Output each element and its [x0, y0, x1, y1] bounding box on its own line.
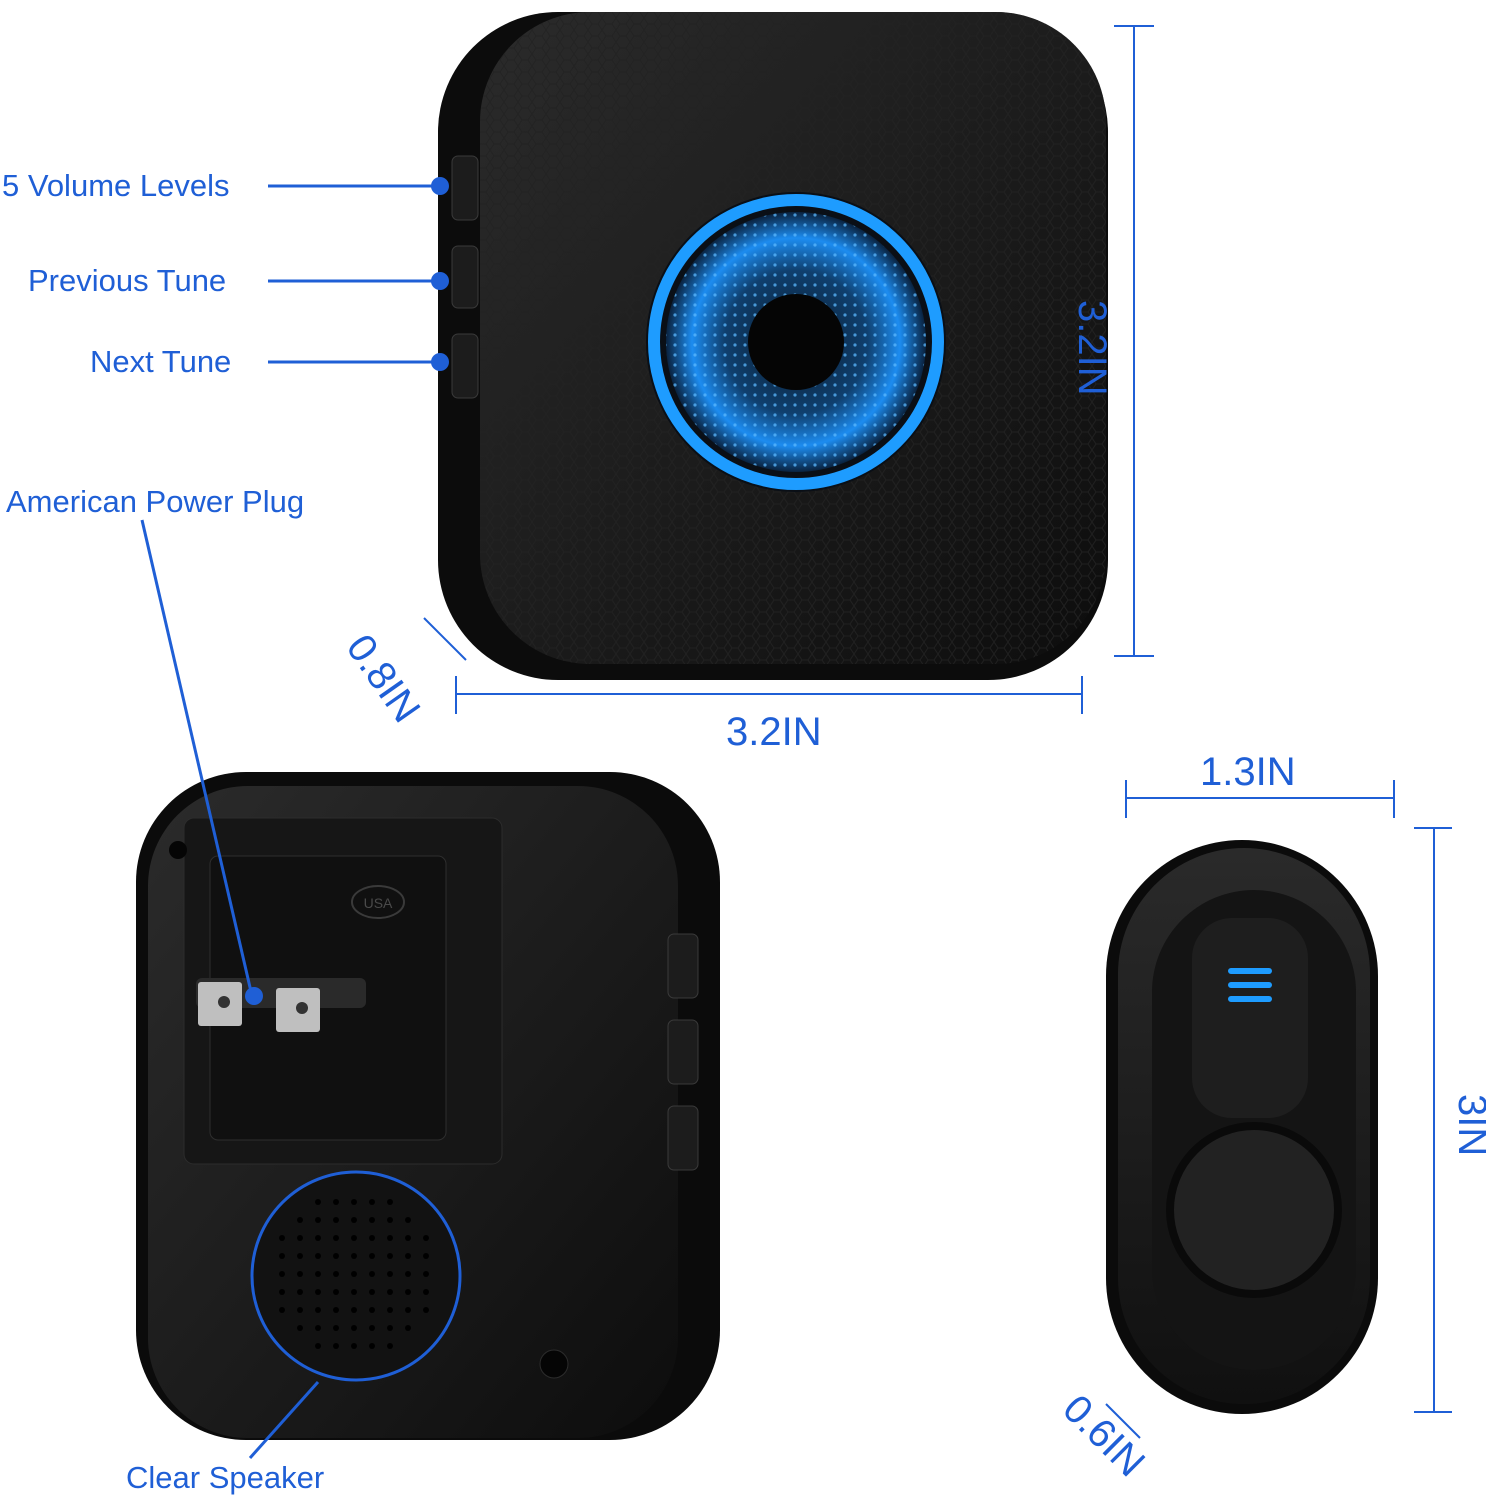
mount-hole: [539, 1349, 569, 1379]
light-ring-speaker: [646, 192, 946, 492]
american-power-plug-label: American Power Plug: [6, 484, 305, 519]
receiver-height-label: 3.2IN: [1070, 300, 1114, 396]
speaker-grill: [252, 1172, 460, 1380]
previous-tune-button-icon[interactable]: [451, 245, 479, 309]
next-tune-label: Next Tune: [90, 344, 232, 379]
next-tune-button-icon[interactable]: [451, 333, 479, 399]
receiver-width-label: 3.2IN: [726, 710, 822, 754]
volume-button-icon[interactable]: [451, 155, 479, 221]
dimension-lines: [423, 25, 1452, 1439]
back-previous-button-icon[interactable]: [667, 1019, 699, 1085]
push-button-icon[interactable]: [1166, 1122, 1342, 1298]
back-volume-button-icon[interactable]: [667, 933, 699, 999]
clear-speaker-label: Clear Speaker: [126, 1460, 325, 1495]
receiver-front: [438, 12, 1108, 680]
receiver-back: USA: [136, 772, 720, 1440]
volume-levels-label: 5 Volume Levels: [2, 168, 230, 203]
callout-lines: [140, 184, 462, 1460]
power-plug: USA: [183, 817, 503, 1165]
callout-dots: [245, 177, 449, 1005]
button-width-label: 1.3IN: [1200, 750, 1296, 794]
screw-hole: [169, 841, 187, 859]
push-button-transmitter: [1106, 840, 1378, 1414]
back-next-button-icon[interactable]: [667, 1105, 699, 1171]
status-led-icon: [1228, 968, 1272, 1002]
previous-tune-label: Previous Tune: [28, 263, 227, 298]
usa-mark: USA: [364, 895, 393, 911]
button-height-label: 3IN: [1450, 1094, 1486, 1157]
